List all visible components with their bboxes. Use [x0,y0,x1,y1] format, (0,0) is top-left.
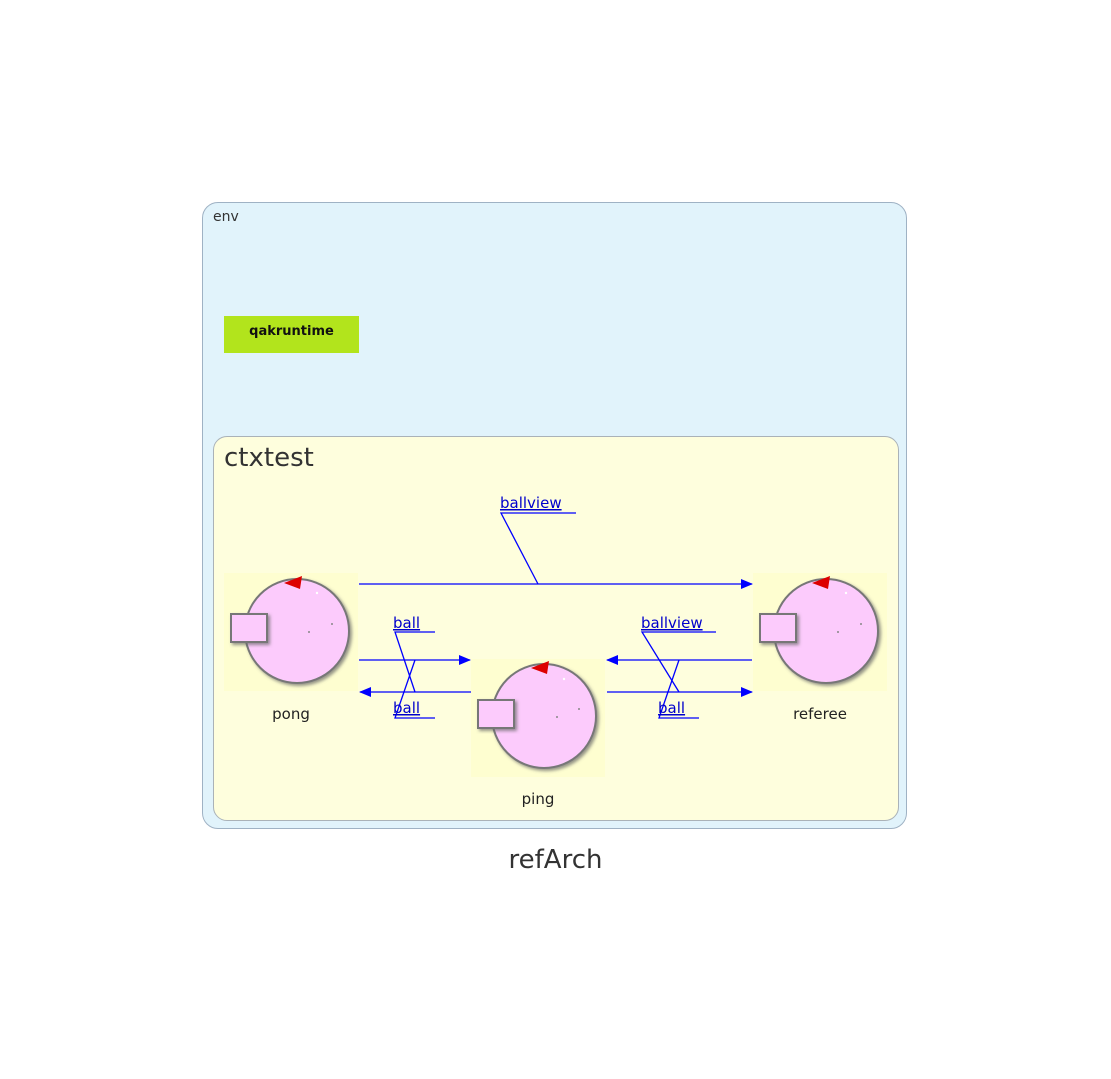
edge-label: ballview [641,614,703,632]
actor-pong: pong [224,573,358,723]
edge-label: ballview [500,494,562,512]
actor-ping: ping [471,659,605,808]
edge-pong-ping: ball [359,614,471,693]
edge-label: ball [393,699,420,717]
port-icon [477,699,515,729]
edge-referee-ping: ballview [606,614,752,693]
port-icon [759,613,797,643]
marker-icon [531,661,549,674]
diagram-title: refArch [508,845,603,875]
port-icon [230,613,268,643]
env-label: env [213,209,239,225]
edge-label: ball [658,699,685,717]
actor-ping-label: ping [522,790,555,808]
edge-ping-pong: ball [359,659,471,719]
edge-ping-referee: ball [607,659,753,719]
edge-label: ball [393,614,420,632]
edge-pong-referee: ballview [359,494,753,589]
actor-referee: referee [753,573,887,723]
actor-referee-label: referee [793,705,847,723]
qakruntime-node: qakruntime [224,316,359,353]
actor-pong-label: pong [272,705,310,723]
context-label: ctxtest [224,443,314,473]
marker-icon [284,576,302,589]
marker-icon [812,576,830,589]
